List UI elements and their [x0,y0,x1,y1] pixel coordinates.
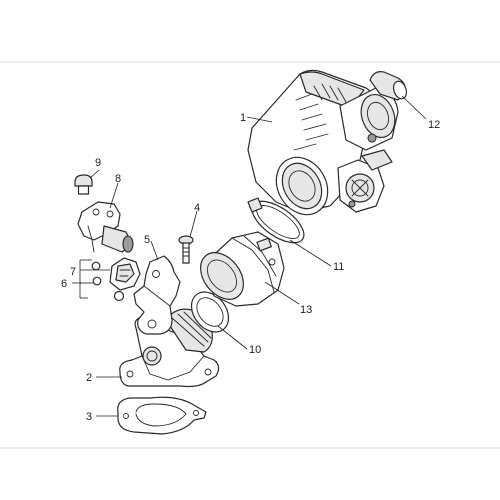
callout-7: 7 [70,266,76,278]
part-13-adaptor [200,231,285,307]
callout-11: 11 [333,261,344,273]
callout-9: 9 [95,157,101,169]
callout-12: 12 [428,119,440,131]
part-12-cap [369,71,408,101]
part-5-bracket [133,255,181,335]
part-3-gasket [117,396,207,435]
callout-13: 13 [300,304,312,316]
part-10-o-ring [190,291,230,333]
callout-10: 10 [249,344,261,356]
part-7-o-rings [91,261,102,286]
part-4-bolt [178,235,194,264]
callout-5: 5 [144,234,150,246]
callout-labels: 1 2 3 4 5 6 7 8 9 10 11 12 13 [61,112,440,423]
callout-8: 8 [115,173,121,185]
part-9-screw [74,174,93,195]
callout-4: 4 [194,202,200,214]
part-11-clamp [247,197,305,244]
callout-6: 6 [61,278,67,290]
leader-lines [72,95,427,417]
callout-1: 1 [240,112,246,124]
callout-2: 2 [86,372,92,384]
part-1-throttle-body [247,69,399,216]
part-6-sensor-assembly [109,257,141,302]
callout-3: 3 [86,411,92,423]
part-8-sensor [77,201,134,253]
page-frame [0,61,500,449]
